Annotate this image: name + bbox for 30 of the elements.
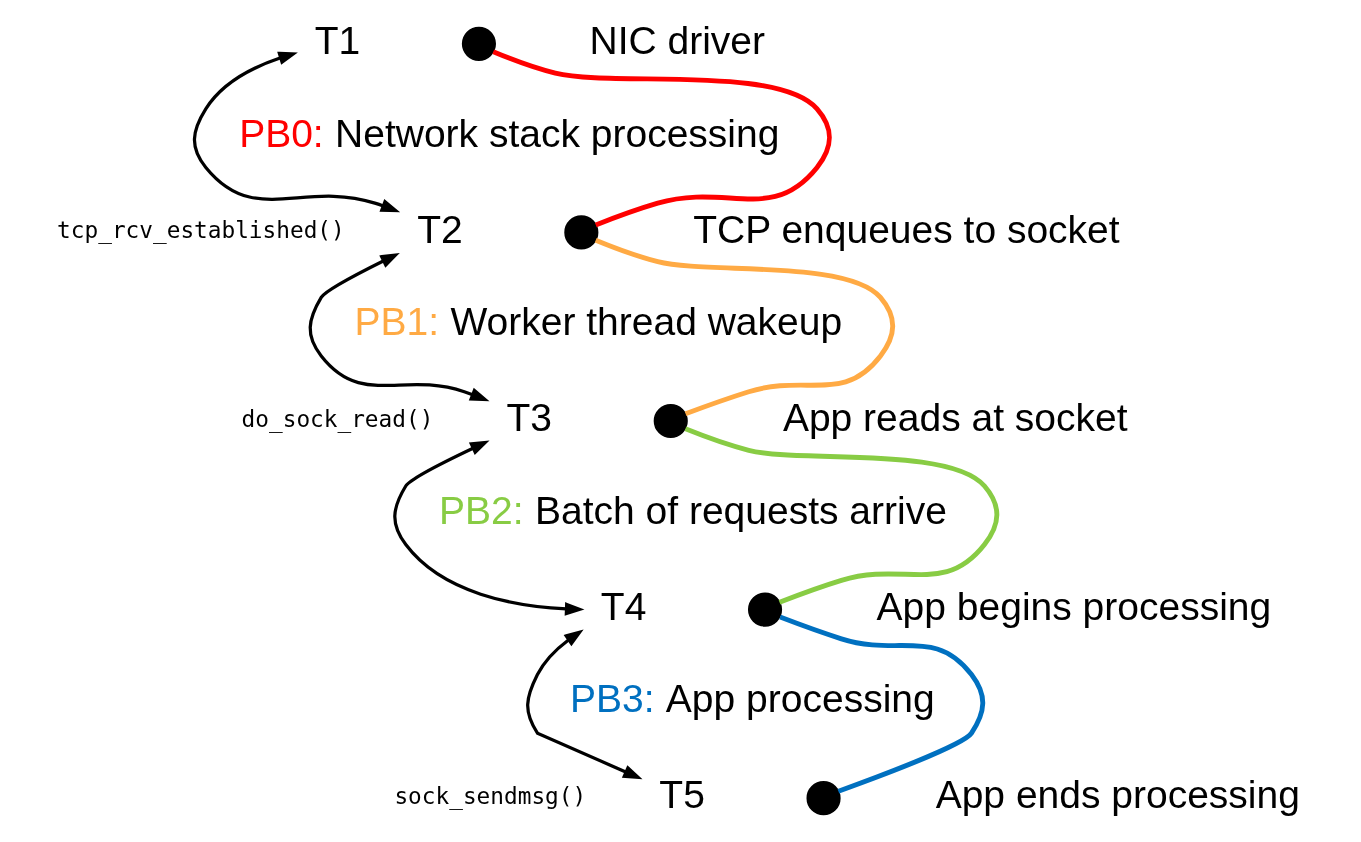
node-circle: [653, 403, 688, 439]
node-text: T4: [600, 584, 647, 628]
node-circle: [747, 592, 783, 627]
connector: [492, 49, 832, 228]
node-circle: [806, 781, 841, 816]
label: PB0: Network stack processing: [239, 111, 780, 155]
connector: [779, 614, 986, 794]
arrow: [192, 51, 401, 213]
label: do_sock_read(): [241, 406, 434, 433]
arrow: [393, 440, 585, 616]
node-text: T5: [659, 773, 705, 817]
node-circle: [461, 26, 496, 61]
node-label: App reads at socket: [782, 396, 1128, 440]
node-label: TCP enqueues to socket: [693, 207, 1120, 251]
node-text: T3: [506, 396, 553, 440]
label: PB2: Batch of requests arrive: [439, 488, 947, 532]
node-circle: [564, 215, 599, 250]
connector: [594, 237, 895, 416]
label: PB1: Worker thread wakeup: [354, 300, 843, 344]
node-text: T1: [314, 18, 361, 62]
connector: [684, 426, 1000, 605]
arrow: [308, 252, 490, 402]
node-label: NIC driver: [589, 18, 766, 62]
node-label: App begins processing: [876, 584, 1272, 628]
node-label: App ends processing: [935, 773, 1300, 817]
node-text: T2: [417, 207, 463, 251]
arrow: [526, 629, 643, 780]
label: PB3: App processing: [569, 677, 935, 721]
label: tcp_rcv_established(): [57, 217, 345, 244]
label: sock_sendmsg(): [394, 783, 587, 810]
